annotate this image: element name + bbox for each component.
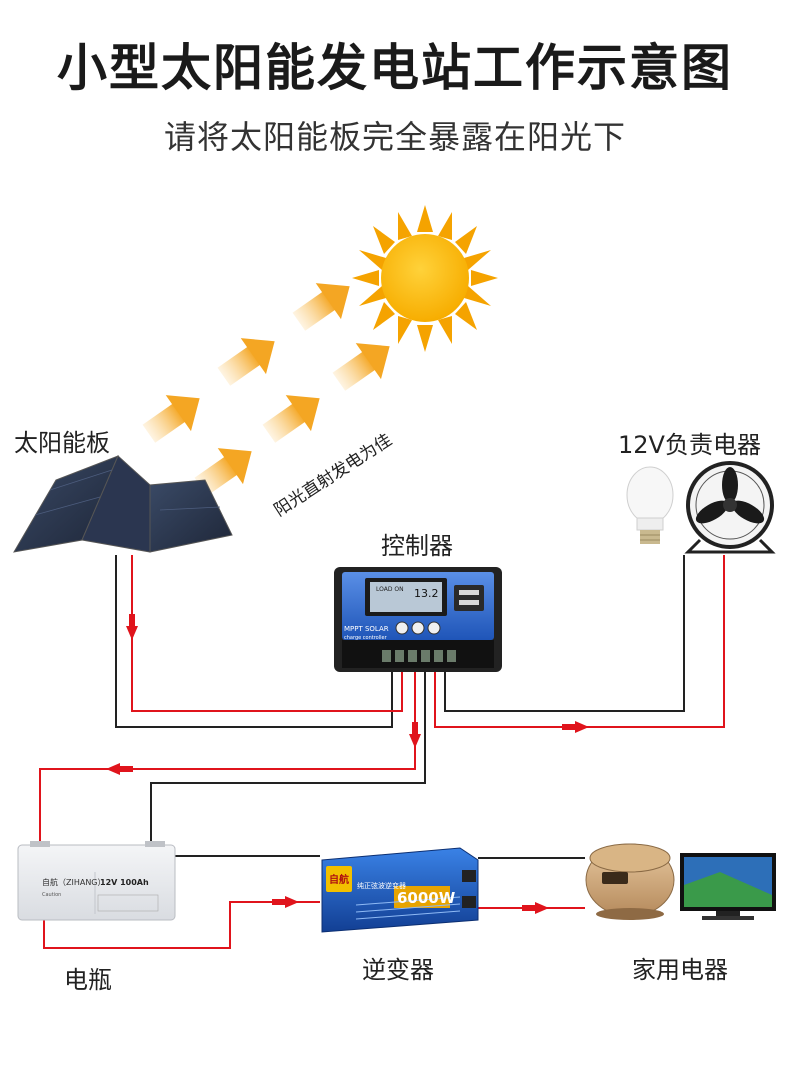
battery-label: 电瓶 (64, 966, 112, 994)
sun-icon (352, 205, 498, 352)
load-12v-label: 12V负责电器 (618, 431, 761, 459)
page-title: 小型太阳能发电站工作示意图 (57, 39, 733, 97)
controller-brand: MPPT SOLAR (344, 625, 389, 633)
battery-brand: 自航（ZIHANG） (42, 877, 106, 887)
controller-subtext: charge controller (344, 635, 388, 641)
bulb-icon (626, 466, 674, 544)
inverter-name: 纯正弦波逆变器 (357, 881, 406, 890)
inverter-power: 6000W (397, 889, 456, 907)
solar-panel-label: 太阳能板 (14, 429, 110, 457)
controller-label: 控制器 (381, 532, 453, 560)
rice-cooker-image (585, 843, 675, 920)
appliances-label: 家用电器 (632, 956, 728, 984)
inverter-image (321, 847, 479, 933)
tv-image (680, 853, 776, 920)
fan-icon (684, 461, 776, 554)
controller-lcd-label: LOAD ON (376, 586, 404, 593)
page-subtitle: 请将太阳能板完全暴露在阳光下 (163, 118, 626, 156)
controller-lcd-value: 13.2 (414, 587, 439, 600)
sunlight-arrows (142, 283, 390, 496)
controller-image (334, 567, 502, 672)
inverter-brand: 自航 (329, 873, 349, 886)
flow-arrows (106, 614, 589, 914)
battery-caption: Caution (42, 892, 61, 898)
battery-image (17, 841, 176, 921)
solar-panel-image (13, 455, 233, 553)
inverter-label: 逆变器 (362, 956, 434, 984)
battery-model: 12V 100Ah (100, 878, 149, 887)
